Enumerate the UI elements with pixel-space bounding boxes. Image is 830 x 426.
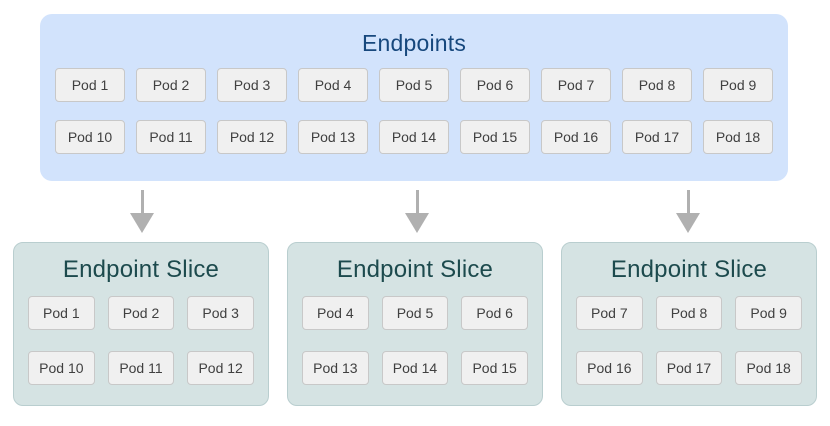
pod-box: Pod 1 [55, 68, 125, 102]
pod-box: Pod 6 [461, 296, 528, 330]
pod-box: Pod 7 [541, 68, 611, 102]
arrow-head [130, 213, 154, 233]
arrow-stem [686, 190, 690, 213]
endpoint-slice-box-2: Endpoint Slice Pod 4 Pod 5 Pod 6 Pod 13 … [287, 242, 543, 406]
pod-box: Pod 15 [460, 120, 530, 154]
down-arrow-icon [676, 190, 700, 233]
pod-box: Pod 5 [381, 296, 449, 330]
pod-box: Pod 9 [703, 68, 773, 102]
arrow-head [405, 213, 429, 233]
arrow-stem [140, 190, 144, 213]
pod-box: Pod 11 [107, 351, 175, 385]
down-arrow-icon [130, 190, 154, 233]
pod-box: Pod 4 [302, 296, 369, 330]
slice-pod-grid: Pod 7 Pod 8 Pod 9 Pod 16 Pod 17 Pod 18 [576, 296, 802, 385]
pod-box: Pod 2 [107, 296, 175, 330]
pod-box: Pod 3 [187, 296, 254, 330]
pod-box: Pod 17 [655, 351, 723, 385]
pod-box: Pod 16 [541, 120, 611, 154]
pod-box: Pod 6 [460, 68, 530, 102]
pod-box: Pod 8 [655, 296, 723, 330]
endpoint-slice-box-1: Endpoint Slice Pod 1 Pod 2 Pod 3 Pod 10 … [13, 242, 269, 406]
endpoints-title: Endpoints [361, 30, 467, 56]
pod-box: Pod 16 [576, 351, 643, 385]
endpoint-slice-box-3: Endpoint Slice Pod 7 Pod 8 Pod 9 Pod 16 … [561, 242, 817, 406]
endpoint-slice-title: Endpoint Slice [610, 256, 768, 283]
slice-pod-grid: Pod 1 Pod 2 Pod 3 Pod 10 Pod 11 Pod 12 [28, 296, 254, 385]
pod-box: Pod 10 [55, 120, 125, 154]
arrow-head [676, 213, 700, 233]
pod-box: Pod 9 [735, 296, 802, 330]
pod-box: Pod 1 [28, 296, 95, 330]
pod-box: Pod 3 [217, 68, 287, 102]
pod-box: Pod 8 [622, 68, 692, 102]
arrow-stem [415, 190, 419, 213]
pod-box: Pod 14 [381, 351, 449, 385]
pod-box: Pod 12 [187, 351, 254, 385]
pod-box: Pod 17 [622, 120, 692, 154]
pod-box: Pod 10 [28, 351, 95, 385]
pod-box: Pod 2 [136, 68, 206, 102]
pod-box: Pod 5 [379, 68, 449, 102]
pod-box: Pod 13 [302, 351, 369, 385]
down-arrow-icon [405, 190, 429, 233]
pod-box: Pod 14 [379, 120, 449, 154]
endpoint-slice-title: Endpoint Slice [336, 256, 494, 283]
slice-pod-grid: Pod 4 Pod 5 Pod 6 Pod 13 Pod 14 Pod 15 [302, 296, 528, 385]
pod-box: Pod 18 [703, 120, 773, 154]
endpoint-slice-title: Endpoint Slice [62, 256, 220, 283]
pod-box: Pod 18 [735, 351, 802, 385]
pod-box: Pod 4 [298, 68, 368, 102]
pod-box: Pod 11 [136, 120, 206, 154]
pod-box: Pod 15 [461, 351, 528, 385]
pod-box: Pod 13 [298, 120, 368, 154]
endpoints-pod-grid: Pod 1 Pod 2 Pod 3 Pod 4 Pod 5 Pod 6 Pod … [55, 68, 773, 154]
endpoints-box: Endpoints Pod 1 Pod 2 Pod 3 Pod 4 Pod 5 … [40, 14, 788, 181]
pod-box: Pod 12 [217, 120, 287, 154]
pod-box: Pod 7 [576, 296, 643, 330]
